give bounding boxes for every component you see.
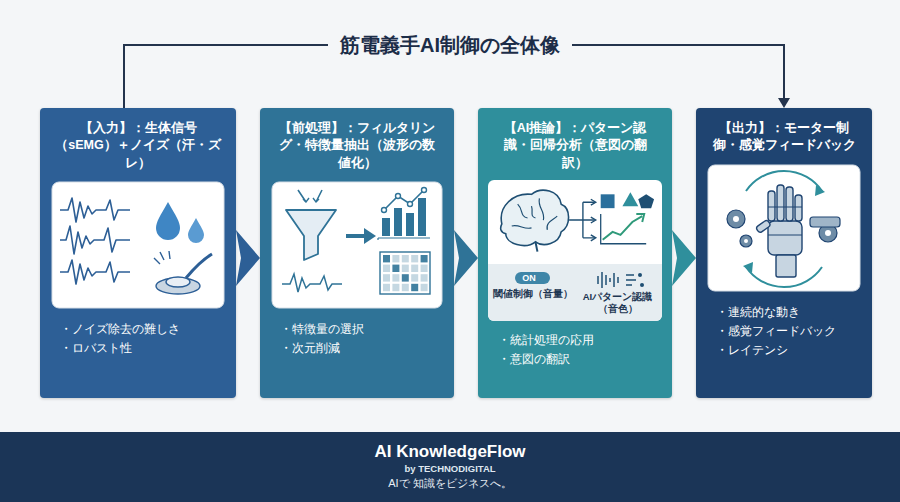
bullet-item: ・次元削減 (270, 339, 444, 358)
process-panel: 【出力】：モーター制御・感覚フィードバック ・連続的な動き・感覚フィードバック・… (696, 108, 872, 398)
footer-text: AIで 知識をビジネスへ。 (388, 475, 511, 492)
toggle-switch: ON (515, 272, 550, 284)
footer-band: AI KnowledgeFlowby TECHNODIGITALAIで 知識をビ… (0, 432, 900, 502)
illustration-card: ON 閾値制御（音量） AIパターン認識（音色） (488, 180, 662, 321)
method-label: AIパターン認識（音色） (577, 291, 658, 315)
brain-illustration (488, 180, 662, 264)
bullet-item: ・レイテンシ (706, 341, 862, 360)
bullet-item: ・意図の翻訳 (488, 350, 662, 369)
panel-heading: 【出力】：モーター制御・感覚フィードバック (706, 118, 862, 163)
bullet-item: ・ノイズ除去の難しさ (50, 320, 226, 339)
filter-illustration (270, 180, 444, 310)
card-row: ON 閾値制御（音量） AIパターン認識（音色） (488, 264, 662, 321)
bullet-item: ・連続的な動き (706, 303, 862, 322)
signal-illustration (50, 180, 226, 310)
illustration-slot: ON 閾値制御（音量） AIパターン認識（音色） (488, 180, 662, 321)
illustration-slot (50, 180, 226, 310)
bullet-item: ・特徴量の選択 (270, 320, 444, 339)
bullet-list: ・特徴量の選択・次元削減 (270, 320, 444, 358)
bullet-item: ・感覚フィードバック (706, 322, 862, 341)
footer-text: by TECHNODIGITAL (404, 463, 495, 475)
flow-connector (236, 230, 260, 286)
bullet-list: ・ノイズ除去の難しさ・ロバスト性 (50, 320, 226, 358)
process-panel: 【前処理】：フィルタリング・特徴量抽出（波形の数値化） ・特徴量の選択・次元削減 (260, 108, 454, 398)
wave-icon (588, 269, 648, 291)
illustration-slot (706, 163, 862, 293)
method-label: 閾値制御（音量） (493, 288, 573, 300)
flow-connector (454, 230, 478, 286)
panel-heading: 【入力】：生体信号（sEMG）＋ノイズ（汗・ズレ） (50, 118, 226, 180)
panel-heading: 【前処理】：フィルタリング・特徴量抽出（波形の数値化） (270, 118, 444, 180)
diagram-title: 筋電義手AI制御の全体像 (328, 32, 572, 59)
footer-text: AI KnowledgeFlow (374, 442, 525, 462)
process-panel: 【入力】：生体信号（sEMG）＋ノイズ（汗・ズレ） ・ノイズ除去の難しさ・ロバス… (40, 108, 236, 398)
bullet-list: ・統計処理の応用・意図の翻訳 (488, 331, 662, 369)
flow-connector (672, 230, 696, 286)
illustration-slot (270, 180, 444, 310)
bullet-list: ・連続的な動き・感覚フィードバック・レイテンシ (706, 303, 862, 361)
bullet-item: ・統計処理の応用 (488, 331, 662, 350)
card-column: ON 閾値制御（音量） (492, 269, 573, 315)
card-column: AIパターン認識（音色） (577, 269, 658, 315)
process-panel: 【AI推論】：パターン認識・回帰分析（意図の翻訳） ON 閾値制御（音量） AIパ… (478, 108, 672, 398)
bullet-item: ・ロバスト性 (50, 339, 226, 358)
hand-illustration (706, 163, 862, 293)
panel-heading: 【AI推論】：パターン認識・回帰分析（意図の翻訳） (488, 118, 662, 180)
